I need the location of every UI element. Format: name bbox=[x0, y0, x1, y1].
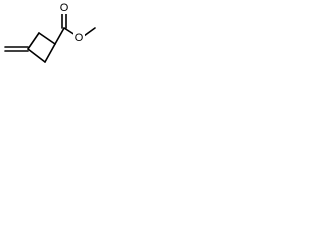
ester-oxygen-to-methyl-bond bbox=[83, 27, 96, 37]
ring-bond-bottom-left bbox=[27, 48, 46, 63]
ring-to-carbonyl-bond bbox=[54, 27, 65, 45]
structure-diagram: O O bbox=[4, 2, 96, 63]
ester-oxygen-label: O bbox=[75, 32, 84, 44]
carbonyl-oxygen-label: O bbox=[60, 2, 69, 14]
ring-bond-left-top bbox=[27, 32, 40, 50]
molecule-canvas: O O bbox=[0, 0, 98, 67]
ester-oxygen-label-bg bbox=[73, 32, 85, 44]
ring-bond-top-right bbox=[38, 32, 56, 45]
carbonyl-oxygen-label-bg bbox=[58, 2, 70, 14]
ring-bond-right-bottom bbox=[44, 43, 56, 63]
